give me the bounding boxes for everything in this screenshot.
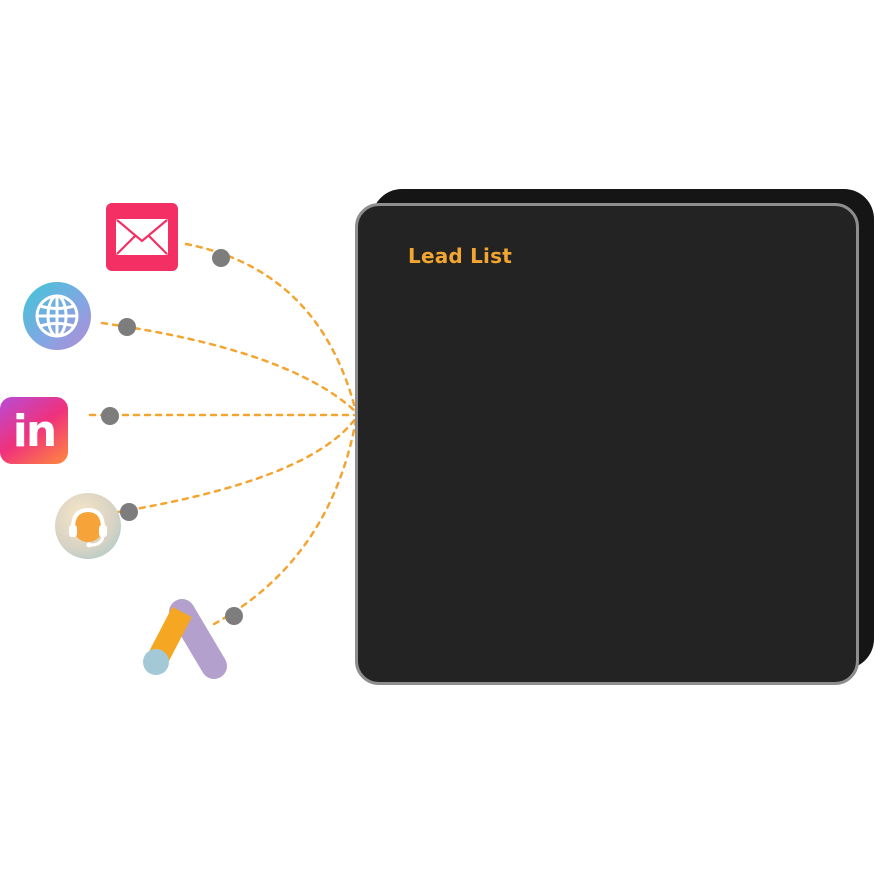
connector-ads [212,418,358,626]
source-linkedin[interactable]: in [0,397,68,464]
connector-website [100,321,358,414]
connector-node-ads [225,607,243,625]
google-ads-icon [143,599,227,679]
lead-list-panel: Lead List [355,203,859,685]
connector-node-linkedin [101,407,119,425]
globe-icon [35,294,79,338]
headset-icon [69,507,107,548]
connector-support [116,416,358,514]
source-ads[interactable] [140,598,230,680]
connector-node-email [212,249,230,267]
panel-title: Lead List [408,244,512,268]
source-website[interactable] [23,282,91,350]
source-email[interactable] [106,203,178,271]
source-support[interactable] [55,493,121,559]
connector-email [184,242,358,414]
connector-node-website [118,318,136,336]
connector-node-support [120,503,138,521]
envelope-icon [116,219,168,255]
linkedin-icon: in [12,405,57,457]
